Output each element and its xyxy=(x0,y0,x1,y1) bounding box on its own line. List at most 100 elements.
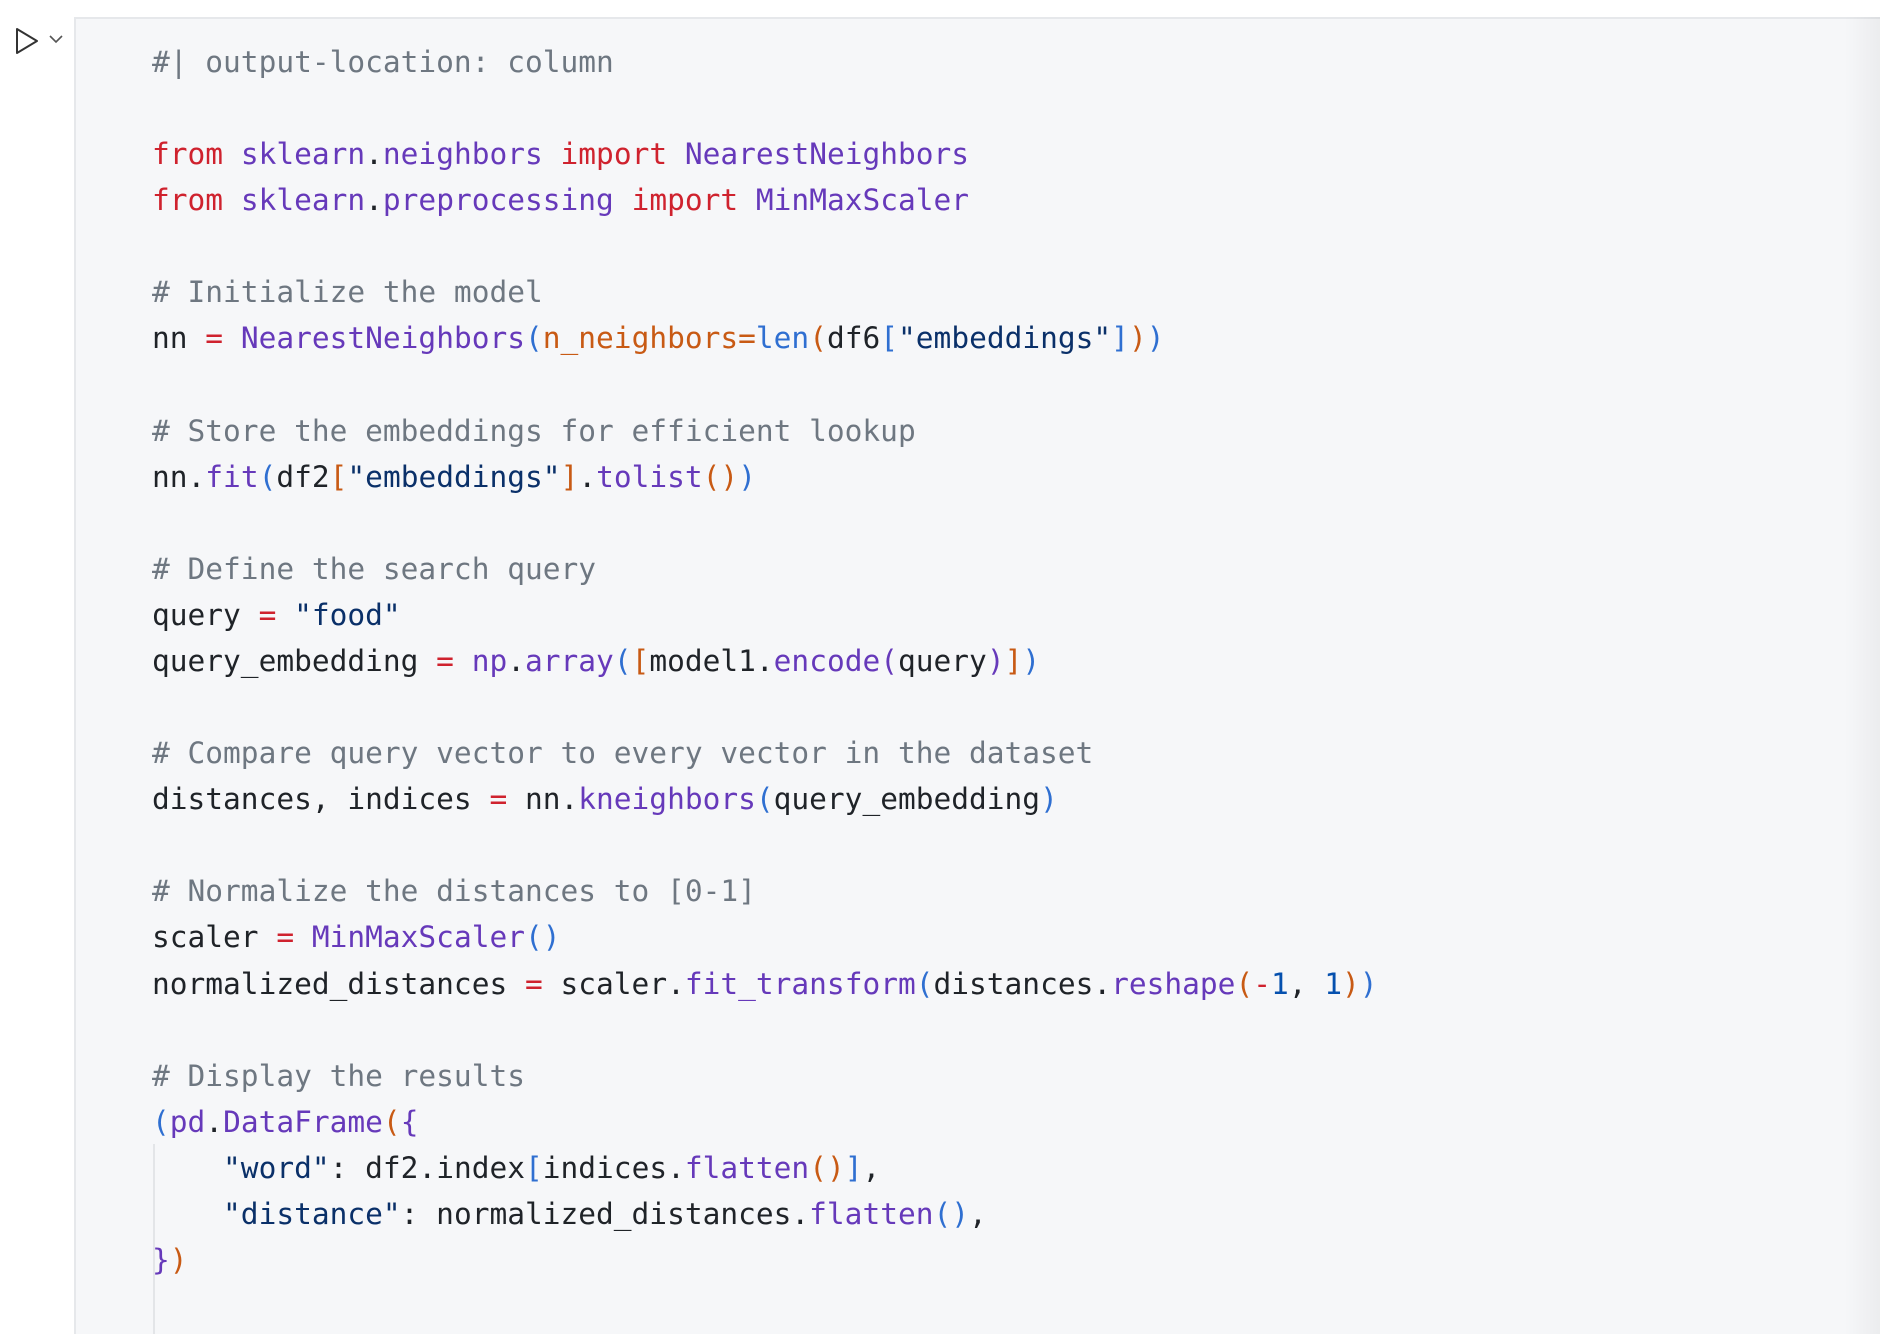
code-token: encode xyxy=(773,644,881,679)
code-line[interactable]: nn.fit(df2["embeddings"].tolist()) xyxy=(152,454,1378,500)
code-token: ( xyxy=(1235,966,1254,1001)
code-token: ) xyxy=(1146,321,1165,356)
run-icon[interactable] xyxy=(12,26,42,56)
code-token: nn xyxy=(152,321,206,356)
code-token: preprocessing xyxy=(382,183,614,218)
code-token: ( xyxy=(809,321,827,356)
code-token: df6 xyxy=(826,321,881,356)
scroll-shadow xyxy=(1844,17,1880,1334)
code-token: () xyxy=(933,1196,970,1231)
code-token: # Compare query vector to every vector i… xyxy=(152,736,1094,771)
code-line[interactable]: query = "food" xyxy=(152,592,1378,638)
code-line[interactable]: # Compare query vector to every vector i… xyxy=(152,730,1378,776)
code-token xyxy=(223,321,241,355)
code-token: () xyxy=(525,920,561,955)
code-line[interactable]: normalized_distances = scaler.fit_transf… xyxy=(152,961,1378,1007)
code-token: query xyxy=(152,597,259,632)
code-token: , xyxy=(862,1150,881,1185)
code-token: scaler. xyxy=(542,966,685,1001)
code-token: n_neighbors= xyxy=(542,321,756,356)
code-line[interactable]: }) xyxy=(152,1237,1378,1283)
code-token: nn. xyxy=(507,782,579,817)
code-line[interactable]: # Define the search query xyxy=(152,546,1378,592)
code-token: "food" xyxy=(294,597,401,632)
code-token: flatten xyxy=(684,1150,810,1185)
code-token: # Display the results xyxy=(152,1058,525,1093)
code-token xyxy=(223,137,241,171)
code-line[interactable]: from sklearn.neighbors import NearestNei… xyxy=(152,131,1378,177)
code-editor[interactable]: #| output-location: column from sklearn.… xyxy=(152,39,1378,1329)
code-line[interactable]: # Initialize the model xyxy=(152,269,1378,315)
code-line[interactable] xyxy=(152,684,1378,730)
code-line[interactable]: # Normalize the distances to [0-1] xyxy=(152,868,1378,914)
code-line[interactable] xyxy=(152,223,1378,269)
code-token: , xyxy=(1288,966,1325,1001)
code-token: { xyxy=(400,1104,419,1139)
code-token: : df2.index xyxy=(329,1150,525,1185)
code-token: MinMaxScaler xyxy=(755,183,970,218)
code-token: # Normalize the distances to [0-1] xyxy=(152,874,756,909)
code-token: ( xyxy=(382,1104,401,1139)
code-token: # Store the embeddings for efficient loo… xyxy=(152,413,916,448)
code-token: ( xyxy=(880,644,899,679)
code-line[interactable]: "word": df2.index[indices.flatten()], xyxy=(152,1145,1378,1191)
code-line[interactable]: query_embedding = np.array([model1.encod… xyxy=(152,638,1378,684)
code-line[interactable]: (pd.DataFrame({ xyxy=(152,1099,1378,1145)
code-line[interactable]: scaler = MinMaxScaler() xyxy=(152,914,1378,960)
code-token: ) xyxy=(1359,966,1378,1001)
code-token: pd xyxy=(169,1104,206,1139)
code-token xyxy=(454,644,472,678)
code-token: query_embedding xyxy=(773,782,1041,817)
code-token: "word" xyxy=(223,1150,330,1185)
code-token: reshape xyxy=(1111,966,1236,1001)
code-line[interactable] xyxy=(152,1007,1378,1053)
code-token: . xyxy=(365,183,383,218)
code-token: len xyxy=(755,321,810,356)
code-token: model1. xyxy=(649,644,774,679)
code-token: scaler xyxy=(152,920,277,955)
code-token: ) xyxy=(1040,782,1058,817)
code-token: . xyxy=(578,459,597,494)
code-token: sklearn xyxy=(240,137,366,172)
code-line[interactable]: #| output-location: column xyxy=(152,39,1378,85)
code-line[interactable] xyxy=(152,500,1378,546)
code-line[interactable] xyxy=(152,1283,1378,1329)
code-line[interactable] xyxy=(152,362,1378,408)
code-line[interactable]: distances, indices = nn.kneighbors(query… xyxy=(152,776,1378,822)
code-token: query_embedding xyxy=(152,644,437,679)
code-token: ( xyxy=(258,459,277,494)
code-token: #| output-location: column xyxy=(152,45,614,79)
code-token: . xyxy=(507,644,525,679)
code-cell[interactable] xyxy=(74,17,1880,1334)
code-line[interactable] xyxy=(152,822,1378,868)
code-token: MinMaxScaler xyxy=(311,920,525,955)
code-token: from xyxy=(152,183,224,218)
code-line[interactable]: # Store the embeddings for efficient loo… xyxy=(152,408,1378,454)
code-token: ( xyxy=(525,321,543,356)
chevron-down-icon[interactable] xyxy=(48,32,64,46)
code-token: "embeddings" xyxy=(347,459,561,494)
code-token: 1 xyxy=(1324,966,1343,1001)
code-token: ) xyxy=(169,1243,188,1278)
code-token xyxy=(152,1151,223,1185)
code-token: } xyxy=(152,1243,170,1278)
indent-guide xyxy=(153,1144,155,1334)
code-line[interactable]: "distance": normalized_distances.flatten… xyxy=(152,1191,1378,1237)
code-token: ] xyxy=(844,1150,863,1185)
code-token xyxy=(152,1197,223,1231)
code-token: . xyxy=(205,1104,224,1139)
code-token: . xyxy=(365,137,383,172)
code-line[interactable]: # Display the results xyxy=(152,1053,1378,1099)
code-token: kneighbors xyxy=(578,782,756,817)
code-token: ( xyxy=(915,966,934,1001)
code-line[interactable] xyxy=(152,85,1378,131)
code-token: fit_transform xyxy=(684,966,916,1001)
code-token: import xyxy=(631,183,739,218)
code-token: NearestNeighbors xyxy=(684,137,970,172)
code-line[interactable]: from sklearn.preprocessing import MinMax… xyxy=(152,177,1378,223)
code-token: NearestNeighbors xyxy=(240,321,525,356)
code-token: [ xyxy=(525,1150,543,1185)
code-token: , xyxy=(969,1196,987,1231)
code-line[interactable]: nn = NearestNeighbors(n_neighbors=len(df… xyxy=(152,315,1378,361)
code-token: ) xyxy=(986,644,1005,679)
